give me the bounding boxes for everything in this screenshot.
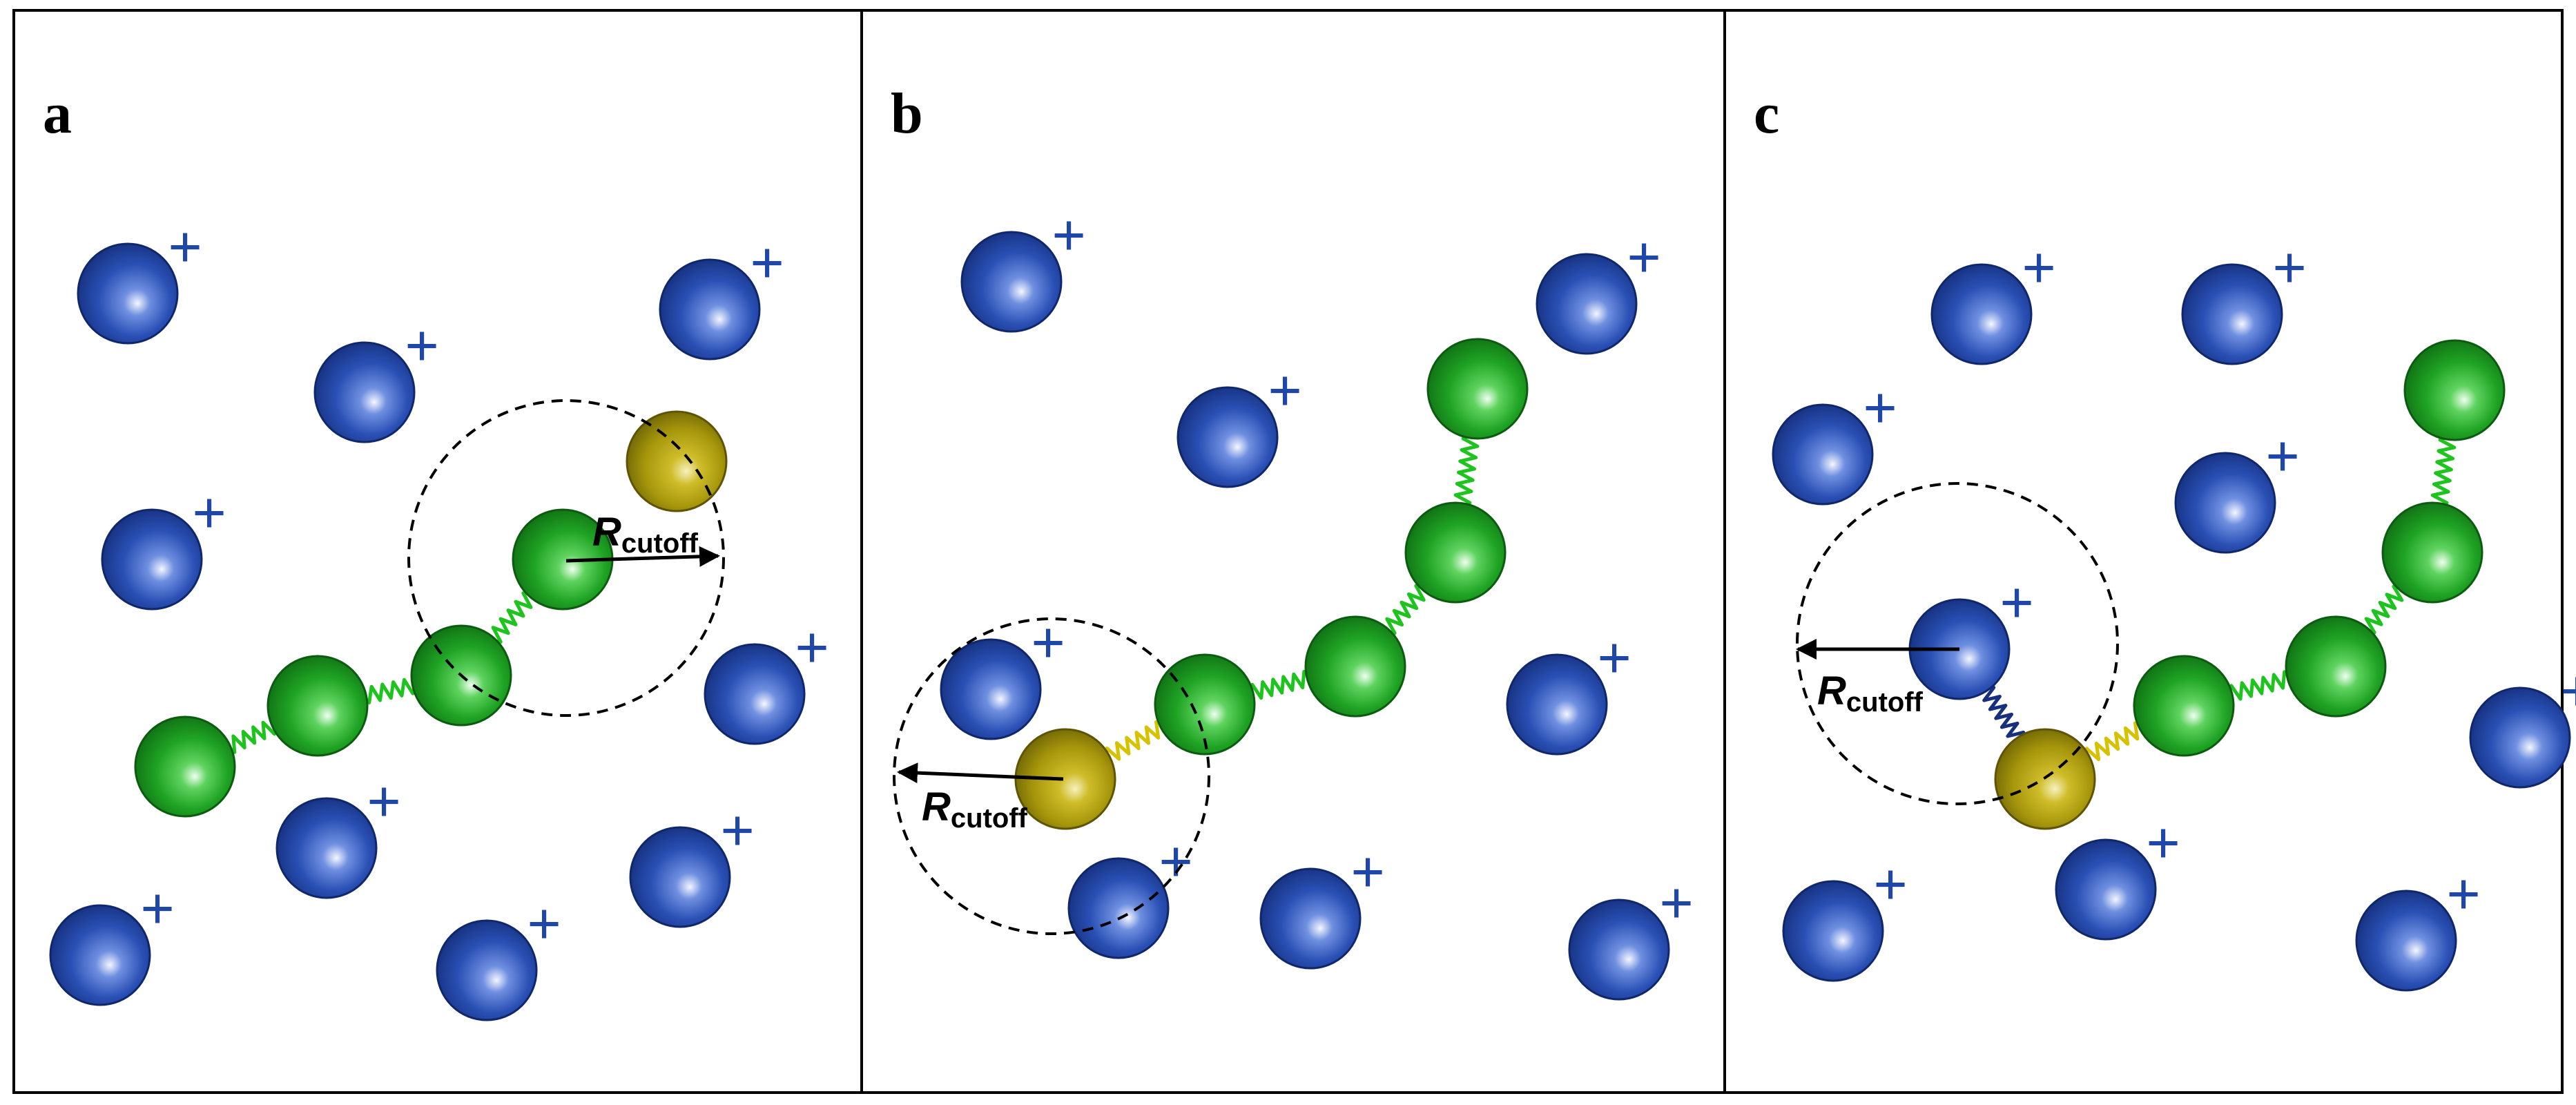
cation-bead-a-1: [313, 341, 416, 443]
cation-bead-c-7: [2355, 890, 2457, 992]
positive-charge-sign: +: [2272, 235, 2307, 302]
monomer-bead-c-chain2: [2285, 615, 2387, 718]
cation-bead-a-4: [704, 643, 806, 745]
cutoff-radius-label-c: Rcutoff: [1817, 669, 1924, 718]
radius-symbol: R: [1817, 669, 1846, 713]
cation-bead-a-5: [275, 797, 378, 899]
positive-charge-sign: +: [1597, 625, 1631, 692]
cation-bead-b-7: [1568, 899, 1670, 1001]
radius-subscript: cutoff: [951, 803, 1028, 834]
end-group-bead-a-free: [626, 410, 728, 512]
bond-spring-c-1: [2364, 584, 2404, 635]
bond-spring-a-0: [225, 720, 278, 754]
monomer-bead-b-chain0: [1426, 338, 1529, 440]
panel-label-b: b: [891, 81, 923, 146]
cation-bead-c-1: [2181, 263, 2283, 365]
cation-bead-a-0: [77, 242, 179, 345]
positive-charge-sign: +: [1863, 375, 1897, 442]
bond-spring-c-0: [2430, 434, 2457, 509]
cutoff-radius-label-a: Rcutoff: [592, 510, 699, 559]
cation-bead-a-7: [49, 904, 151, 1006]
bond-spring-c-3: [2083, 721, 2144, 761]
cutoff-circle-b: [893, 617, 1210, 935]
monomer-bead-c-chain1: [2381, 501, 2483, 604]
positive-charge-sign: +: [1052, 202, 1086, 269]
bond-spring-b-0: [1453, 432, 1480, 509]
monomer-bead-a-chain0: [134, 715, 236, 818]
cation-bead-a-2: [101, 508, 203, 611]
radius-symbol: R: [592, 510, 621, 555]
panel-label-a: a: [43, 81, 72, 146]
cutoff-circle-c: [1796, 482, 2119, 805]
positive-charge-sign: +: [192, 480, 226, 547]
positive-charge-sign: +: [168, 214, 202, 281]
cation-bead-b-5: [1067, 857, 1170, 959]
panel-frame-c: [1723, 9, 2564, 1094]
bond-spring-b-1: [1385, 584, 1426, 635]
positive-charge-sign: +: [2146, 810, 2180, 877]
bond-spring-a-2: [491, 591, 533, 644]
positive-charge-sign: +: [750, 230, 784, 297]
positive-charge-sign: +: [1031, 610, 1065, 677]
positive-charge-sign: +: [367, 769, 401, 836]
cation-bead-b-6: [1259, 867, 1362, 970]
cation-bead-b-0: [960, 231, 1063, 333]
monomer-bead-a-chain1: [267, 655, 369, 757]
cation-bead-c-0: [1930, 263, 2033, 365]
positive-charge-sign: +: [2265, 423, 2300, 490]
positive-charge-sign: +: [2560, 658, 2576, 725]
cation-bead-c-4: [2469, 686, 2571, 789]
positive-charge-sign: +: [1873, 852, 1908, 919]
monomer-bead-c-chain3: [2133, 655, 2235, 757]
radius-subscript: cutoff: [621, 528, 699, 559]
cutoff-circle-a: [407, 399, 725, 717]
charges-layer: ++++++++++++++++++++++++++: [140, 202, 2576, 958]
positive-charge-sign: +: [2446, 861, 2481, 928]
radius-symbol: R: [922, 785, 951, 829]
positive-charge-sign: +: [1350, 839, 1385, 906]
cation-bead-c-2: [1772, 403, 1874, 506]
cutoff-radius-arrow-b: [897, 762, 1064, 784]
cutoff-radius-arrow-a: [565, 546, 720, 567]
positive-charge-sign: +: [1627, 224, 1661, 291]
bond-spring-a-1: [360, 678, 418, 704]
positive-charge-sign: +: [405, 313, 439, 380]
bond-spring-b-3: [1103, 720, 1165, 761]
springs-layer: [225, 432, 2457, 761]
positive-charge-sign: +: [1999, 570, 2034, 637]
cutoff-radius-label-b: Rcutoff: [922, 785, 1028, 834]
monomer-bead-b-chain2: [1304, 615, 1406, 718]
monomer-bead-b-chain3: [1154, 653, 1256, 756]
cation-bead-b-2: [1536, 253, 1638, 355]
positive-charge-sign: +: [527, 891, 561, 958]
positive-charge-sign: +: [140, 876, 175, 943]
monomer-bead-c-chain0: [2403, 339, 2506, 441]
end-group-bead-b-chain4: [1014, 728, 1116, 830]
monomer-bead-b-chain1: [1404, 501, 1507, 604]
cation-bead-b-1: [1176, 386, 1279, 488]
positive-charge-sign: +: [720, 798, 755, 865]
positive-charge-sign: +: [1659, 870, 1694, 937]
positive-charge-sign: +: [1268, 358, 1302, 425]
bond-spring-c-2: [2226, 670, 2293, 701]
panel-label-c: c: [1754, 81, 1779, 146]
cation-bead-b-3: [940, 638, 1042, 740]
positive-charge-sign: +: [795, 615, 829, 682]
cation-bead-a-6: [629, 826, 731, 928]
cation-bead-a-8: [436, 919, 538, 1021]
cation-bead-c-3: [2174, 452, 2276, 554]
cation-bead-c-5: [1782, 880, 1884, 982]
cation-bead-b-4: [1506, 653, 1608, 756]
radius-subscript: cutoff: [1846, 687, 1924, 718]
cation-bead-c-6: [2055, 838, 2157, 941]
cation-bead-a-3: [659, 258, 761, 361]
positive-charge-sign: +: [2022, 235, 2056, 302]
bond-spring-c-4: [1982, 685, 2026, 742]
bond-spring-b-2: [1247, 669, 1313, 700]
